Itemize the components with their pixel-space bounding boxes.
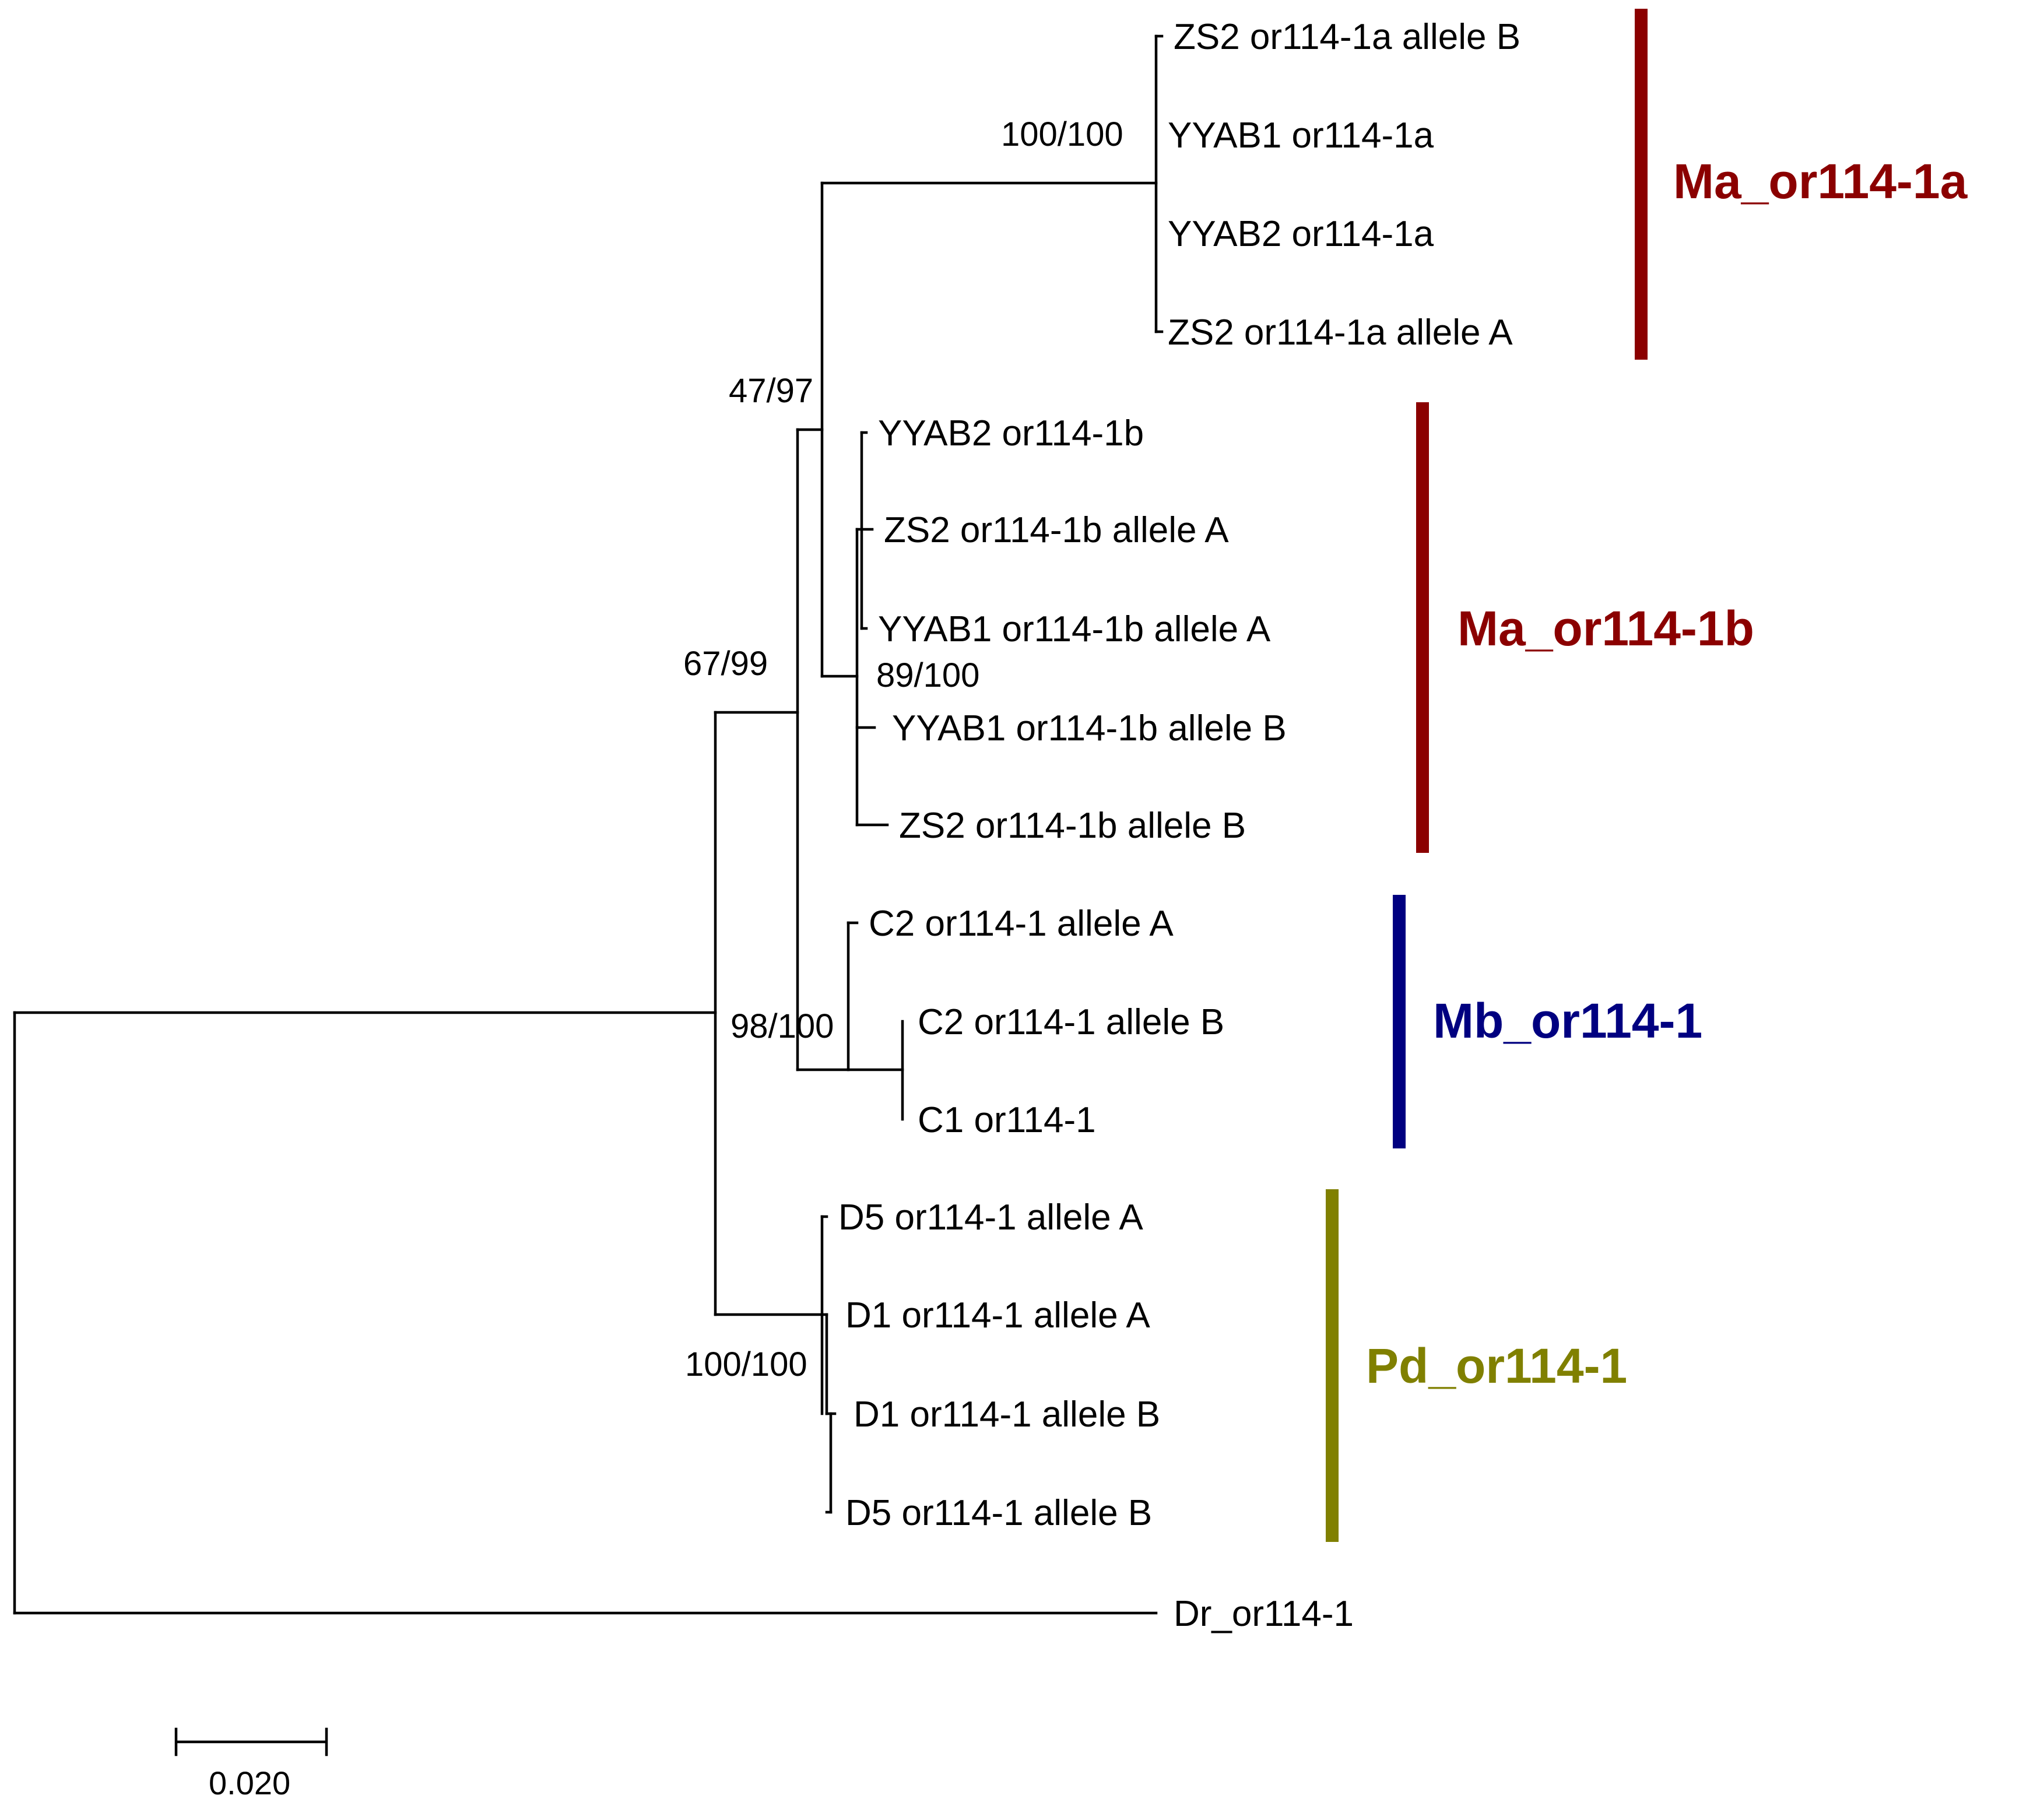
tree-branches	[13, 34, 1164, 1615]
leaf-label: ZS2 or114-1a allele A	[1168, 312, 1513, 353]
leaf-label: YYAB2 or114-1b	[878, 413, 1144, 454]
scale-bar: 0.020	[174, 1727, 328, 1801]
scale-bar-label: 0.020	[209, 1765, 290, 1801]
leaf-label: C2 or114-1 allele A	[869, 904, 1174, 944]
leaf-label: D5 or114-1 allele A	[838, 1197, 1143, 1238]
leaf-label: YYAB1 or114-1b allele B	[892, 708, 1287, 749]
clade-label-ma-1a: Ma_or114-1a	[1673, 154, 1968, 209]
leaf-label: C2 or114-1 allele B	[918, 1002, 1224, 1042]
leaf-label: ZS2 or114-1b allele A	[884, 510, 1229, 550]
leaf-label: D1 or114-1 allele A	[845, 1295, 1150, 1336]
leaf-label: YYAB1 or114-1a	[1168, 115, 1434, 156]
clade-label-pd: Pd_or114-1	[1366, 1338, 1627, 1393]
support-value-ma-1b: 89/100	[876, 656, 979, 694]
leaf-label: ZS2 or114-1a allele B	[1174, 17, 1520, 57]
leaf-label: Dr_or114-1	[1174, 1594, 1354, 1634]
leaf-label: YYAB2 or114-1a	[1168, 214, 1434, 254]
support-value-pd: 100/100	[685, 1345, 807, 1383]
leaf-label: ZS2 or114-1b allele B	[899, 806, 1246, 846]
support-value-ma-mb: 67/99	[683, 645, 768, 683]
leaf-label: YYAB1 or114-1b allele A	[878, 609, 1271, 649]
scale-bar-line	[174, 1727, 328, 1756]
leaf-label: D1 or114-1 allele B	[854, 1394, 1160, 1435]
support-value-ma-1a: 100/100	[1001, 115, 1123, 153]
clade-label-mb: Mb_or114-1	[1433, 993, 1702, 1048]
clade-annotations: Ma_or114-1a Ma_or114-1b Mb_or114-1 Pd_or…	[1326, 9, 1968, 1542]
leaf-label: D5 or114-1 allele B	[845, 1493, 1152, 1533]
support-value-mb: 98/100	[730, 1007, 834, 1045]
leaf-label: C1 or114-1	[918, 1100, 1096, 1140]
leaf-labels: ZS2 or114-1a allele B YYAB1 or114-1a YYA…	[838, 17, 1520, 1634]
support-value-ma: 47/97	[729, 372, 813, 410]
clade-label-ma-1b: Ma_or114-1b	[1458, 601, 1754, 656]
support-values: 100/100 47/97 89/100 67/99 98/100 100/10…	[683, 115, 1123, 1383]
